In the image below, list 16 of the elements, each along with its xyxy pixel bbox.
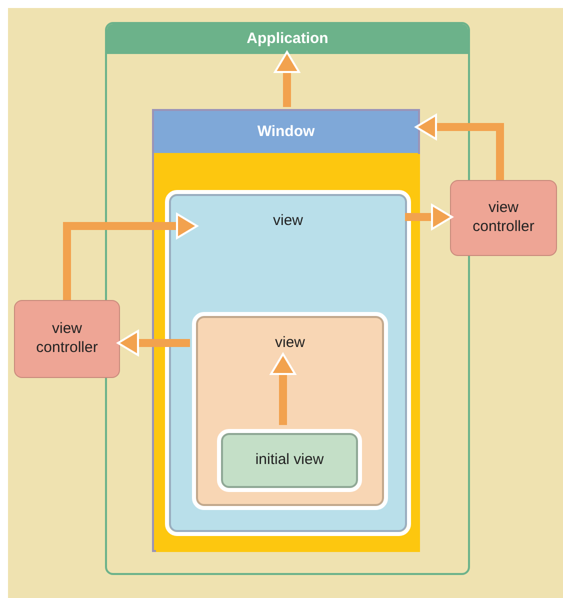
view-controller-box [14, 300, 120, 378]
node-label: initial view [255, 451, 324, 470]
arrow [405, 204, 453, 230]
node-label: view controller [472, 199, 536, 237]
application-frame [105, 22, 470, 575]
arrow [117, 330, 190, 356]
arrow [415, 114, 504, 180]
node-label: view [272, 212, 304, 231]
node-label: view controller [35, 320, 99, 358]
view-controller-box [450, 180, 557, 256]
arrow [274, 51, 300, 107]
node-label: view [274, 334, 306, 353]
arrow [63, 213, 198, 300]
arrow [270, 353, 296, 425]
header-title: Window [257, 122, 315, 142]
header-title: Application [246, 30, 328, 48]
